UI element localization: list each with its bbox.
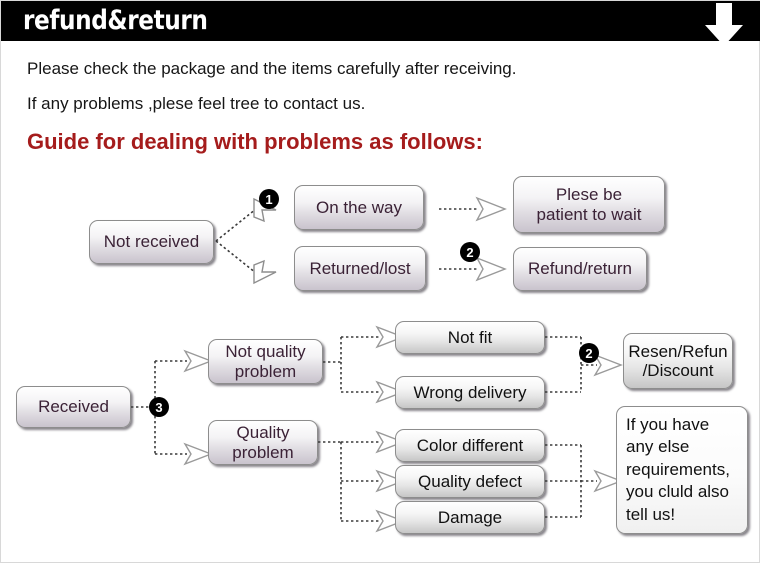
node-wrong-delivery[interactable]: Wrong delivery <box>395 376 545 409</box>
badge-2-row2: 2 <box>579 343 599 363</box>
node-else-line-3: requirements, <box>626 459 730 479</box>
node-if-you-have-requirements[interactable]: If you have any else requirements, you c… <box>616 406 748 534</box>
page-title: refund&return <box>23 5 208 36</box>
arrow-down-icon <box>701 3 747 47</box>
node-not-quality-problem-line-2: problem <box>234 361 297 381</box>
node-resend-line-1: Resen/Refun <box>628 341 728 361</box>
node-quality-problem[interactable]: Quality problem <box>208 420 318 465</box>
node-quality-problem-line-2: problem <box>232 442 294 462</box>
node-returned-lost[interactable]: Returned/lost <box>294 246 426 291</box>
node-else-line-4: you cluld also <box>626 482 730 502</box>
node-please-be-patient-line-2: patient to wait <box>536 204 642 224</box>
node-color-different[interactable]: Color different <box>395 429 545 462</box>
node-resend-line-2: /Discount <box>642 361 714 380</box>
node-please-be-patient[interactable]: Plese be patient to wait <box>513 176 665 233</box>
node-not-quality-problem[interactable]: Not quality problem <box>208 339 323 384</box>
intro-line-2: If any problems ,plese feel tree to cont… <box>27 94 366 113</box>
guide-heading: Guide for dealing with problems as follo… <box>27 129 483 154</box>
intro-line-1: Please check the package and the items c… <box>27 59 517 78</box>
node-else-line-2: any else <box>626 437 690 457</box>
connector-returned-to-refund <box>439 256 519 282</box>
badge-2-row1: 2 <box>460 242 480 262</box>
node-quality-problem-line-1: Quality <box>236 423 290 443</box>
node-else-line-1: If you have <box>626 415 710 434</box>
node-refund-return[interactable]: Refund/return <box>513 247 647 291</box>
badge-3: 3 <box>149 397 169 417</box>
node-else-line-5: tell us! <box>626 504 676 524</box>
node-not-fit[interactable]: Not fit <box>395 321 545 354</box>
header-bar: refund&return <box>1 1 760 41</box>
node-not-quality-problem-line-1: Not quality <box>225 342 306 362</box>
connector-not-quality-reasons <box>323 321 408 431</box>
node-on-the-way[interactable]: On the way <box>294 185 424 230</box>
connector-quality-reasons <box>318 426 408 536</box>
node-damage[interactable]: Damage <box>395 501 545 534</box>
connector-merge-to-resend <box>545 329 630 409</box>
node-not-received[interactable]: Not received <box>89 220 214 264</box>
node-received[interactable]: Received <box>16 386 131 428</box>
connector-merge-to-else <box>545 437 630 547</box>
connector-on-the-way-to-wait <box>439 196 519 222</box>
node-quality-defect[interactable]: Quality defect <box>395 465 545 498</box>
node-please-be-patient-line-1: Plese be <box>555 185 623 205</box>
node-resend-refund-discount[interactable]: Resen/Refun /Discount <box>623 333 733 389</box>
connector-received-branches <box>131 346 216 471</box>
badge-1: 1 <box>259 189 279 209</box>
connector-not-received-branches <box>214 197 309 287</box>
